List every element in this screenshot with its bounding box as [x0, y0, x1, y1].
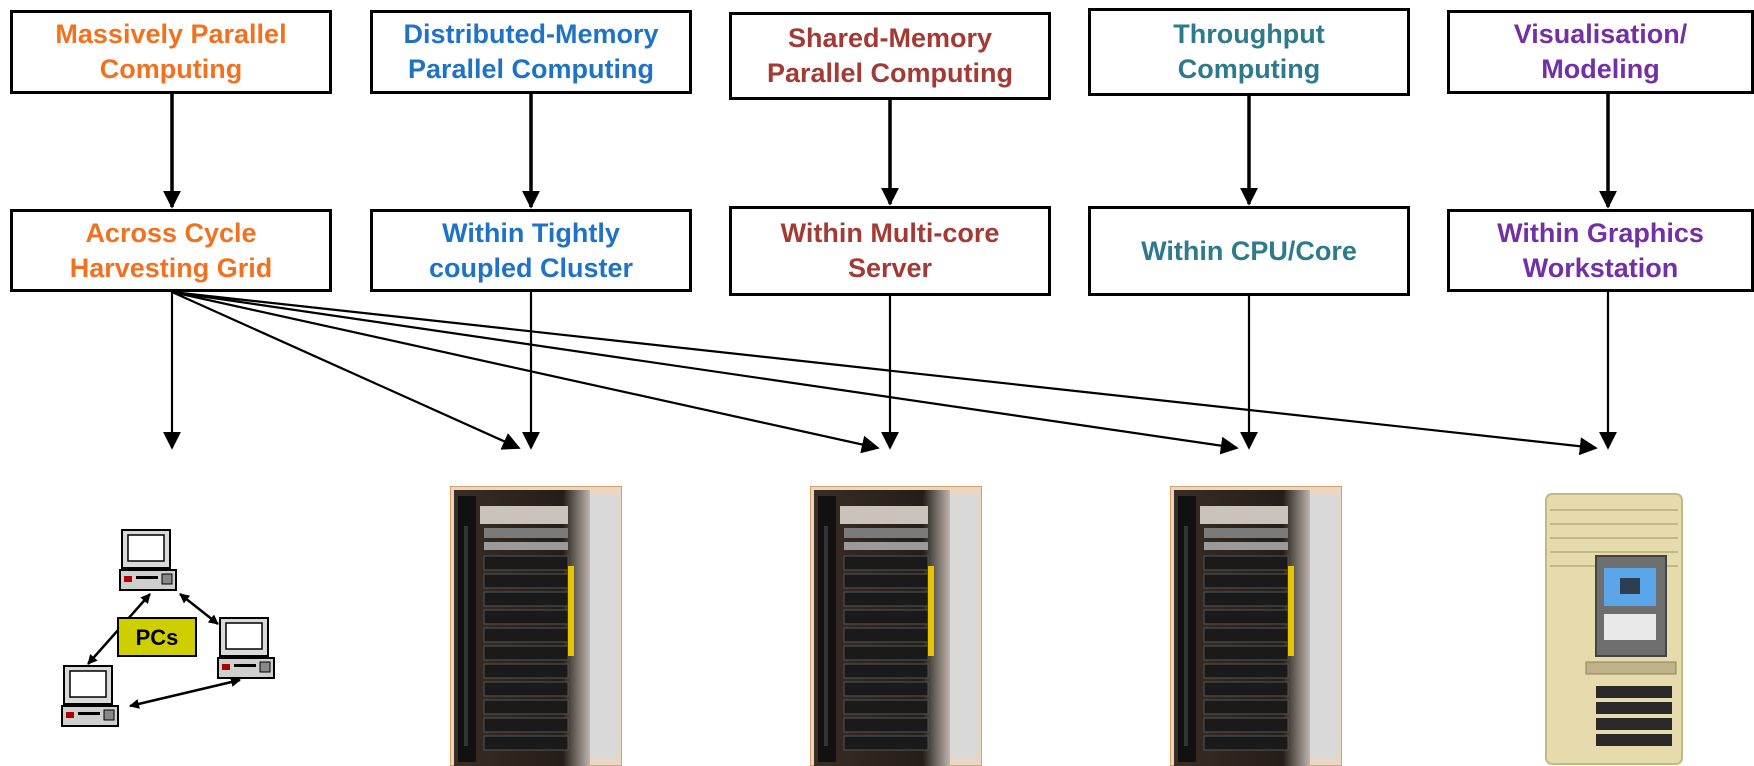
- server-rack-icon: [810, 486, 982, 766]
- bottom-box-graphics-workstation: Within Graphics Workstation: [1447, 209, 1754, 292]
- bottom-box-line-1: Across Cycle: [85, 217, 257, 248]
- pc-right-icon: [217, 617, 275, 679]
- grid-fanout-arrow: [171, 290, 880, 454]
- bottom-box-line-2: Harvesting Grid: [69, 252, 273, 283]
- pcs-label: PCs: [136, 625, 179, 650]
- bottom-box-line-1: Within CPU/Core: [1141, 235, 1357, 266]
- bottom-box-multi-core-server: Within Multi-core Server: [729, 206, 1051, 296]
- bottom-box-line-1: Within Tightly: [442, 217, 620, 248]
- top-box-line-1: Throughput: [1173, 19, 1325, 49]
- bottom-box-line-1: Within Graphics: [1497, 217, 1704, 248]
- bottom-box-cpu-core: Within CPU/Core: [1088, 206, 1410, 296]
- pc-top-icon: [119, 529, 177, 591]
- bottom-box-line-2: Server: [847, 253, 933, 283]
- grid-fanout-arrow: [171, 290, 1239, 455]
- top-box-visualisation: Visualisation/ Modeling: [1447, 10, 1754, 94]
- pcs-label-box: [117, 617, 197, 657]
- grid-fanout-arrow: [171, 290, 521, 450]
- top-box-distributed-memory: Distributed-Memory Parallel Computing: [370, 10, 692, 94]
- bottom-box-line-1: Within Multi-core: [780, 218, 1000, 248]
- bottom-box-across-cycle-harvesting-grid: Across Cycle Harvesting Grid: [10, 209, 332, 292]
- top-box-throughput: Throughput Computing: [1088, 8, 1410, 96]
- server-rack-icon: [450, 486, 622, 766]
- top-box-line-2: Computing: [1177, 54, 1321, 84]
- server-rack-icon: [1170, 486, 1342, 766]
- top-box-line-1: Distributed-Memory: [403, 19, 659, 49]
- pc-network-icon: PCs: [61, 529, 275, 727]
- grid-fanout-arrow: [171, 290, 1598, 456]
- top-box-line-2: Parallel Computing: [407, 54, 655, 84]
- bottom-box-line-2: Workstation: [1522, 252, 1679, 283]
- top-box-line-1: Visualisation/: [1513, 19, 1688, 49]
- pc-left-icon: [61, 665, 119, 727]
- top-box-line-2: Computing: [99, 54, 243, 84]
- graphics-workstation-icon: [1545, 493, 1683, 765]
- top-box-massively-parallel: Massively Parallel Computing: [10, 10, 332, 94]
- top-box-shared-memory: Shared-Memory Parallel Computing: [729, 12, 1051, 100]
- top-box-line-1: Massively Parallel: [55, 19, 287, 49]
- bottom-box-line-2: coupled Cluster: [428, 252, 634, 283]
- top-box-line-1: Shared-Memory: [787, 23, 993, 53]
- top-box-line-2: Parallel Computing: [766, 58, 1014, 88]
- bottom-box-tightly-coupled-cluster: Within Tightly coupled Cluster: [370, 209, 692, 292]
- top-box-line-2: Modeling: [1541, 54, 1660, 84]
